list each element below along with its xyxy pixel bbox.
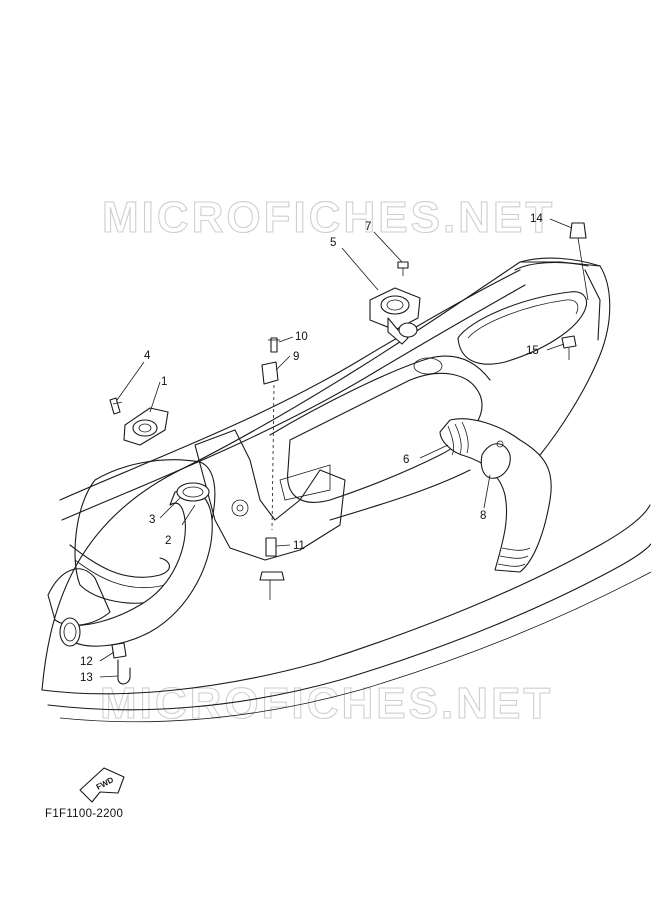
callout-15: 15 [526,345,539,357]
callout-9: 9 [293,351,299,363]
clip-12 [111,642,127,659]
callout-14: 14 [530,213,543,225]
bolt-4 [109,397,123,415]
callout-4: 4 [144,350,151,362]
hull-outline [41,257,651,723]
pin-10 [268,337,280,353]
callout-7: 7 [365,221,371,233]
fwd-arrow: FWD [79,767,125,803]
bulkhead-structure [194,429,346,561]
clamp-3 [176,482,210,502]
grommet-1 [123,407,169,446]
callout-11: 11 [293,540,305,552]
watermark-top: MICROFICHES.NET [102,193,555,242]
callout-labels: 1 2 3 4 5 6 7 8 9 10 11 12 13 14 15 [80,213,543,684]
callout-6: 6 [403,454,409,466]
callout-8: 8 [480,510,486,522]
fitting-15 [561,335,577,360]
leader-lines [99,218,573,678]
sensor-11 [259,537,285,600]
axis-line [271,384,275,531]
hose-6 [439,418,552,573]
callout-12: 12 [80,656,93,668]
clamp-8 [480,440,511,479]
diagram-reference-code: F1F1100-2200 [45,808,124,820]
deck-hole [413,357,443,375]
callout-2: 2 [165,535,171,547]
plug-9 [261,361,279,385]
watermark-bottom: MICROFICHES.NET [100,679,553,728]
callout-13: 13 [80,672,93,684]
rear-hatch-opening [457,291,588,365]
cap-14 [569,222,589,301]
screw-7 [397,261,409,276]
hook-13 [117,659,131,685]
callout-3: 3 [149,514,155,526]
callout-1: 1 [161,376,167,388]
vent-fitting-5 [369,287,421,345]
callout-10: 10 [295,331,308,343]
callout-5: 5 [330,237,336,249]
